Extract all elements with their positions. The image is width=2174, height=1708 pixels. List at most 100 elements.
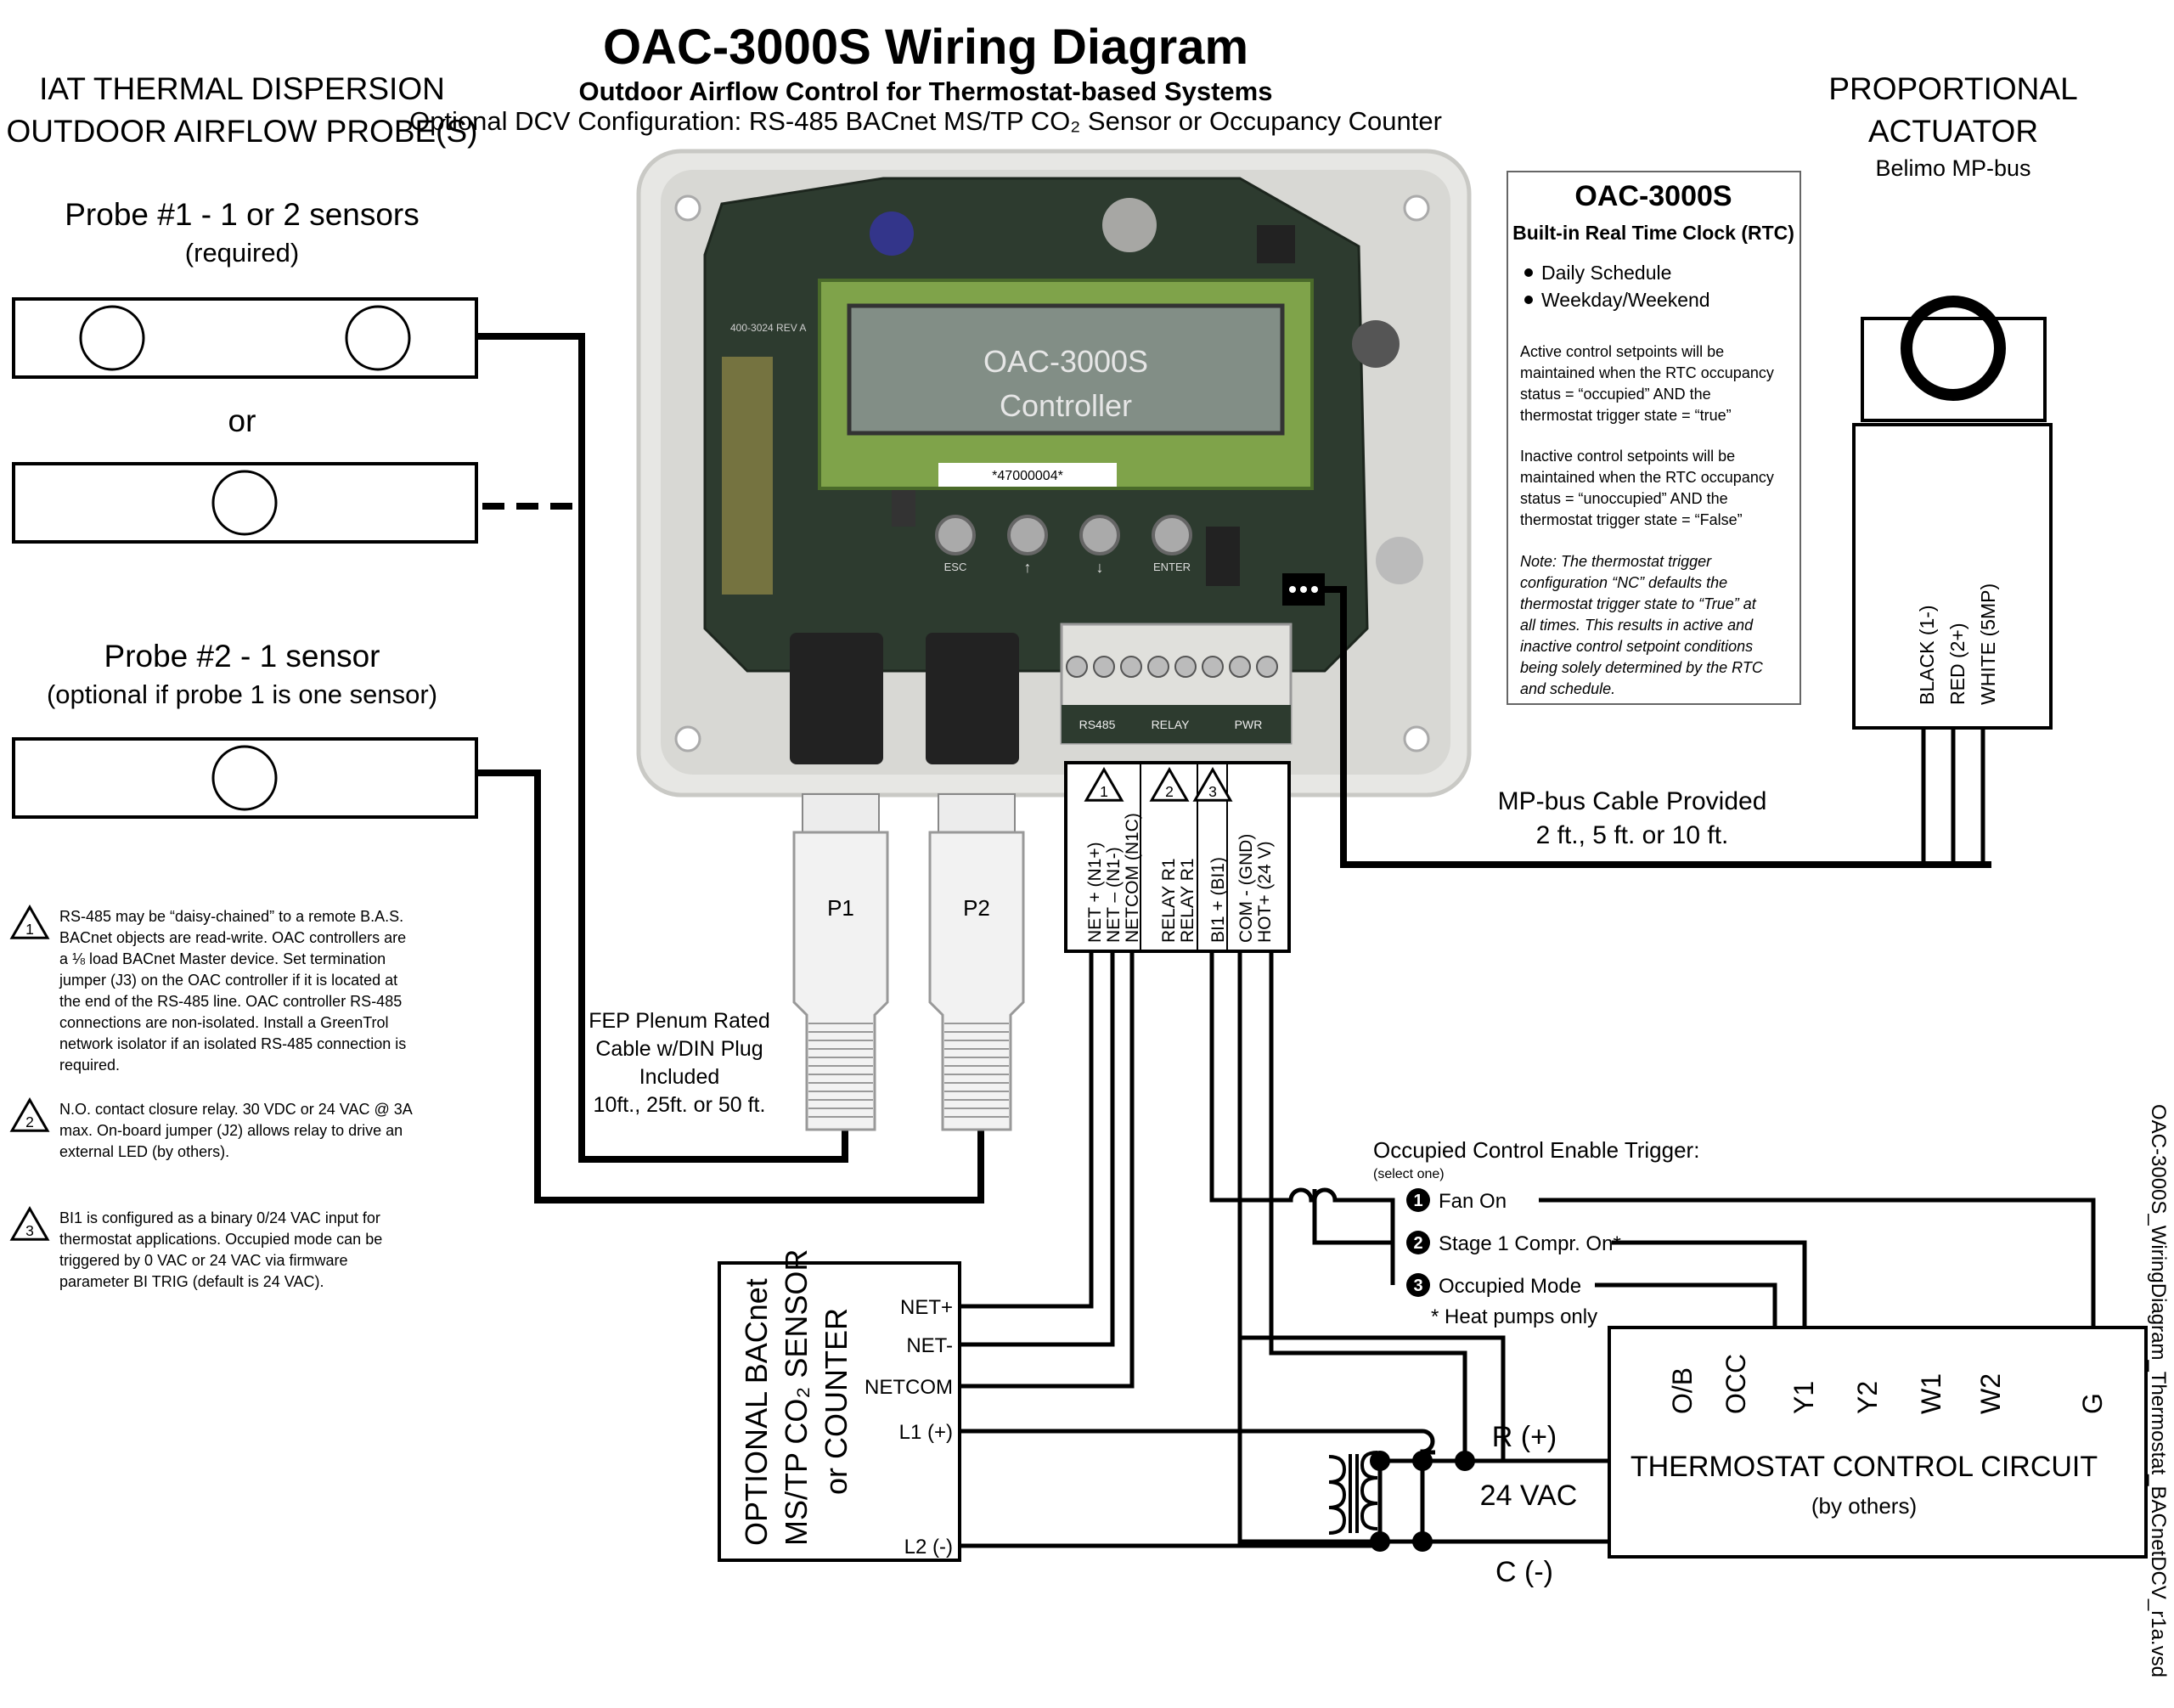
or-label: or [228,403,256,438]
rtc-text-line: being solely determined by the RTC [1520,659,1764,676]
terminal-screw [1256,656,1278,678]
trigger-number-badge [1406,1231,1430,1254]
rtc-info-box: OAC-3000S Built-in Real Time Clock (RTC)… [1507,171,1801,705]
din-plug-p1 [792,793,889,1131]
mp-cable-label-1: MP-bus Cable Provided [1498,787,1767,815]
note-line: network isolator if an isolated RS-485 c… [59,1035,406,1052]
thermostat-title: THERMOSTAT CONTROL CIRCUIT [1630,1451,2098,1483]
esc-button-label: ESC [944,561,967,573]
rtc-text-line: status = “occupied” AND the [1520,386,1711,403]
sensor-terminal-label: NETCOM [865,1376,953,1399]
optional-bacnet-sensor [718,1261,961,1562]
note-line: parameter BI TRIG (default is 24 VAC). [59,1273,324,1290]
caution-marker-1-number: 1 [1100,783,1108,800]
enter-button[interactable] [1152,515,1192,555]
terminal-screw [1174,656,1197,678]
caution-marker-2: 2 [1149,766,1190,802]
trigger-number-badge [1406,1273,1430,1297]
note-line: N.O. contact closure relay. 30 VDC or 24… [59,1101,413,1118]
probe2-cable [476,769,984,1203]
wire-netcom [960,951,1135,1389]
mp-cable-label-2: 2 ft., 5 ft. or 10 ft. [1536,821,1729,849]
wire-net-minus [960,951,1115,1347]
thermostat-terminal-label: G [2077,1393,2108,1414]
caution-marker-3: 3 [1192,766,1233,802]
rtc-box-subtitle: Built-in Real Time Clock (RTC) [1512,222,1794,244]
thermostat-terminal-label: W1 [1916,1373,1946,1414]
terminal-label: RELAY R1 [1159,858,1179,943]
actuator-heading-2: ACTUATOR [1868,114,2038,149]
thermostat-terminal-label: W2 [1975,1373,2006,1414]
sensor-terminal-label: L2 (-) [904,1536,953,1559]
rtc-bullet-2: Weekday/Weekend [1541,289,1710,311]
controller-buttons: ESC ↑ ↓ ENTER [935,515,1192,576]
caution-marker-1: 1 [1084,766,1124,802]
diagram-title: OAC-3000S Wiring Diagram [603,20,1248,75]
transformer [1328,1451,1378,1535]
trigger-subtitle: (select one) [1373,1167,1445,1181]
note-line: RS-485 may be “daisy-chained” to a remot… [59,908,403,925]
trigger-option-label: Fan On [1439,1190,1507,1213]
heat-pump-footnote: * Heat pumps only [1431,1305,1597,1328]
note-marker-2-number: 2 [25,1113,34,1130]
wire-hot [1269,951,1467,1461]
enter-button-label: ENTER [1153,561,1191,573]
wire-net-plus [960,951,1094,1309]
proportional-actuator [1852,296,2053,730]
thermostat-terminal-label: O/B [1667,1367,1698,1414]
barcode-label: *47000004* [992,469,1063,483]
note-marker-3-number: 3 [25,1222,34,1239]
up-button[interactable] [1007,515,1048,555]
note-marker-1-number: 1 [25,921,34,938]
terminal-label: HOT+ (24 V) [1255,841,1275,943]
note-line: triggered by 0 VAC or 24 VAC via firmwar… [59,1252,347,1269]
note-line: jumper (J3) on the OAC controller if it … [59,972,397,989]
svg-text:10ft., 25ft. or 50 ft.: 10ft., 25ft. or 50 ft. [594,1093,766,1117]
thermostat-terminal-label: Y2 [1852,1381,1883,1414]
terminal-label-strip [1062,705,1291,743]
down-button[interactable] [1079,515,1120,555]
terminal-label: RELAY R1 [1178,858,1197,943]
r-plus-label: R (+) [1492,1421,1557,1453]
board-terminal-strip: RS485 RELAY PWR [1060,623,1293,745]
c-minus-label: C (-) [1495,1556,1553,1588]
sensor-title-3: or COUNTER [819,1308,853,1495]
probe2-sensor [12,737,478,819]
note-marker-2: 2 [9,1096,50,1132]
probe2-note: (optional if probe 1 is one sensor) [47,679,437,709]
trigger-number: 1 [1413,1192,1422,1210]
diagram-subtitle-2: Optional DCV Configuration: RS-485 BACne… [409,106,1442,136]
trigger-number-badge [1406,1188,1430,1212]
actuator-heading-1: PROPORTIONAL [1828,71,2077,106]
note-line: external LED (by others). [59,1143,229,1160]
rtc-bullet-1: Daily Schedule [1541,262,1671,284]
esc-button[interactable] [935,515,976,555]
terminal-screw [1120,656,1142,678]
caution-marker-3-number: 3 [1208,783,1217,800]
relay-group-label: RELAY [1152,718,1191,731]
rtc-text-line: maintained when the RTC occupancy [1520,469,1774,486]
note-line: thermostat applications. Occupied mode c… [59,1231,382,1248]
thermostat-terminal-label: OCC [1721,1354,1751,1414]
fep-cable-label: FEP Plenum Rated Cable w/DIN Plug Includ… [589,1009,770,1117]
svg-text:FEP Plenum Rated: FEP Plenum Rated [589,1009,770,1033]
wire-fan-on [1539,1198,2096,1367]
actuator-wire-label-red: RED (2+) [1946,623,1968,706]
lcd-line-1: OAC-3000S [983,344,1148,379]
plug-p1-label: P1 [827,895,854,921]
terminal-label: NETCOM (N1C) [1123,813,1142,943]
rtc-text-line: and schedule. [1520,680,1615,697]
note-line: BI1 is configured as a binary 0/24 VAC i… [59,1209,380,1226]
up-button-label: ↑ [1024,559,1032,576]
probe1-cable [476,333,848,1163]
terminal-screw [1229,656,1251,678]
terminal-label: NET + (N1+) [1085,842,1105,943]
trigger-option-label: Occupied Mode [1439,1275,1581,1298]
board-rev-label: 400-3024 REV A [730,322,806,334]
din-socket-1 [790,633,883,764]
rtc-text-line: Note: The thermostat trigger [1520,553,1712,570]
probe1-note: (required) [185,238,299,268]
sensor-terminal-label: L1 (+) [899,1421,953,1444]
din-socket-2 [926,633,1019,764]
lcd-display: OAC-3000S Controller *47000004* [818,279,1314,490]
